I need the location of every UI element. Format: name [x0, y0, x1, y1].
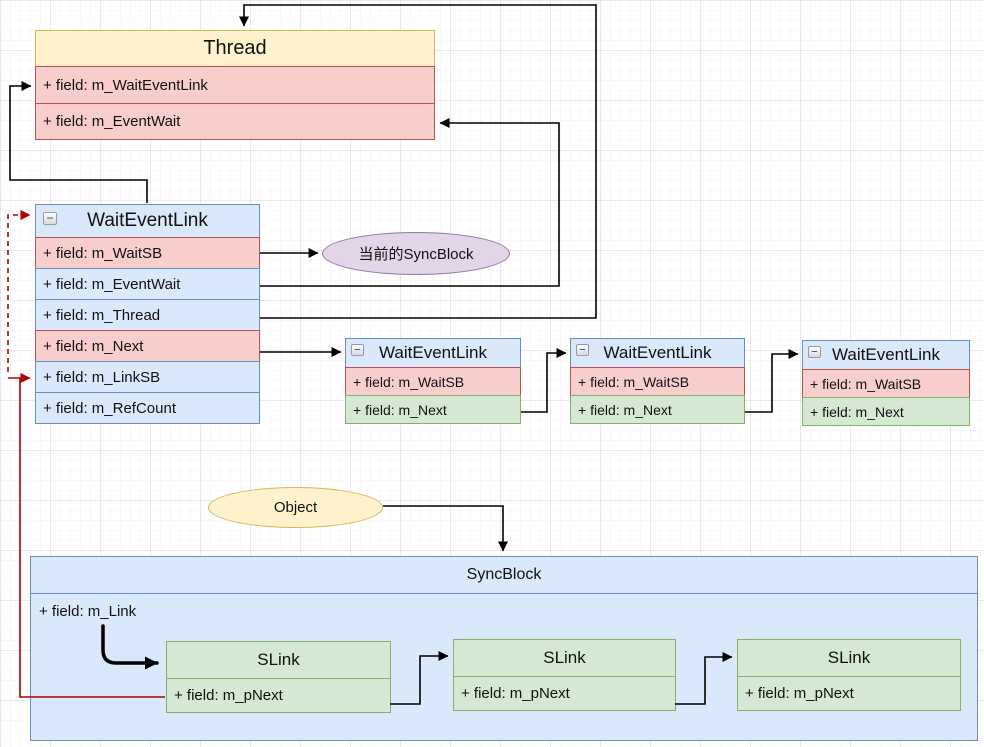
waiteventlink-main-title[interactable]: − WaitEventLink — [35, 204, 260, 238]
wel-main-field-m-waitsb[interactable]: + field: m_WaitSB — [35, 237, 260, 269]
waiteventlink-1-title[interactable]: − WaitEventLink — [345, 338, 521, 368]
waiteventlink-2-title[interactable]: − WaitEventLink — [570, 338, 745, 368]
waiteventlink-main-title-label: WaitEventLink — [87, 210, 208, 231]
slink-2-field-m-pnext[interactable]: + field: m_pNext — [453, 676, 676, 711]
class-box-slink-1[interactable]: SLink + field: m_pNext — [166, 641, 391, 713]
thread-field-m-eventwait[interactable]: + field: m_EventWait — [35, 103, 435, 140]
collapse-icon[interactable]: − — [808, 346, 821, 358]
wel3-field-m-waitsb[interactable]: + field: m_WaitSB — [802, 369, 970, 398]
collapse-icon[interactable]: − — [43, 212, 57, 225]
ellipse-current-syncblock[interactable]: 当前的SyncBlock — [322, 232, 510, 275]
ellipse-object[interactable]: Object — [208, 487, 383, 528]
waiteventlink-3-title-label: WaitEventLink — [831, 345, 941, 364]
syncblock-title[interactable]: SyncBlock — [31, 557, 977, 594]
slink-2-title[interactable]: SLink — [453, 639, 676, 677]
connector-red-dashed-to-waiteventlink[interactable] — [7, 210, 31, 372]
slink-1-field-m-pnext[interactable]: + field: m_pNext — [166, 678, 391, 713]
class-box-waiteventlink-2[interactable]: − WaitEventLink + field: m_WaitSB + fiel… — [570, 338, 745, 424]
class-box-waiteventlink-3[interactable]: − WaitEventLink + field: m_WaitSB + fiel… — [802, 340, 970, 426]
class-box-thread[interactable]: Thread + field: m_WaitEventLink + field:… — [35, 30, 435, 140]
waiteventlink-1-title-label: WaitEventLink — [378, 343, 488, 362]
wel-main-field-m-eventwait[interactable]: + field: m_EventWait — [35, 268, 260, 300]
class-box-waiteventlink-main[interactable]: − WaitEventLink + field: m_WaitSB + fiel… — [35, 204, 260, 424]
connector-object-to-syncblock[interactable] — [383, 505, 508, 552]
waiteventlink-3-title[interactable]: − WaitEventLink — [802, 340, 970, 370]
slink-3-field-m-pnext[interactable]: + field: m_pNext — [737, 676, 961, 711]
class-box-slink-2[interactable]: SLink + field: m_pNext — [453, 639, 676, 711]
wel-main-field-m-next[interactable]: + field: m_Next — [35, 330, 260, 362]
connector-wel1-to-wel2[interactable] — [521, 348, 567, 413]
collapse-icon[interactable]: − — [576, 344, 589, 356]
slink-3-title[interactable]: SLink — [737, 639, 961, 677]
waiteventlink-2-title-label: WaitEventLink — [603, 343, 712, 362]
thread-title[interactable]: Thread — [35, 30, 435, 67]
wel3-field-m-next[interactable]: + field: m_Next — [802, 397, 970, 426]
connector-wel2-to-wel3[interactable] — [745, 349, 799, 413]
wel1-field-m-next[interactable]: + field: m_Next — [345, 395, 521, 424]
wel1-field-m-waitsb[interactable]: + field: m_WaitSB — [345, 367, 521, 396]
wel2-field-m-waitsb[interactable]: + field: m_WaitSB — [570, 367, 745, 396]
thread-field-m-waiteventlink[interactable]: + field: m_WaitEventLink — [35, 66, 435, 104]
class-box-waiteventlink-1[interactable]: − WaitEventLink + field: m_WaitSB + fiel… — [345, 338, 521, 424]
collapse-icon[interactable]: − — [351, 344, 364, 356]
wel-main-field-m-linksb[interactable]: + field: m_LinkSB — [35, 361, 260, 393]
wel-main-field-m-thread[interactable]: + field: m_Thread — [35, 299, 260, 331]
class-box-slink-3[interactable]: SLink + field: m_pNext — [737, 639, 961, 711]
wel-main-field-m-refcount[interactable]: + field: m_RefCount — [35, 392, 260, 424]
syncblock-field-m-link[interactable]: + field: m_Link — [39, 602, 137, 620]
class-box-syncblock[interactable]: SyncBlock + field: m_Link SLink + field:… — [30, 556, 978, 741]
wel2-field-m-next[interactable]: + field: m_Next — [570, 395, 745, 424]
slink-1-title[interactable]: SLink — [166, 641, 391, 679]
